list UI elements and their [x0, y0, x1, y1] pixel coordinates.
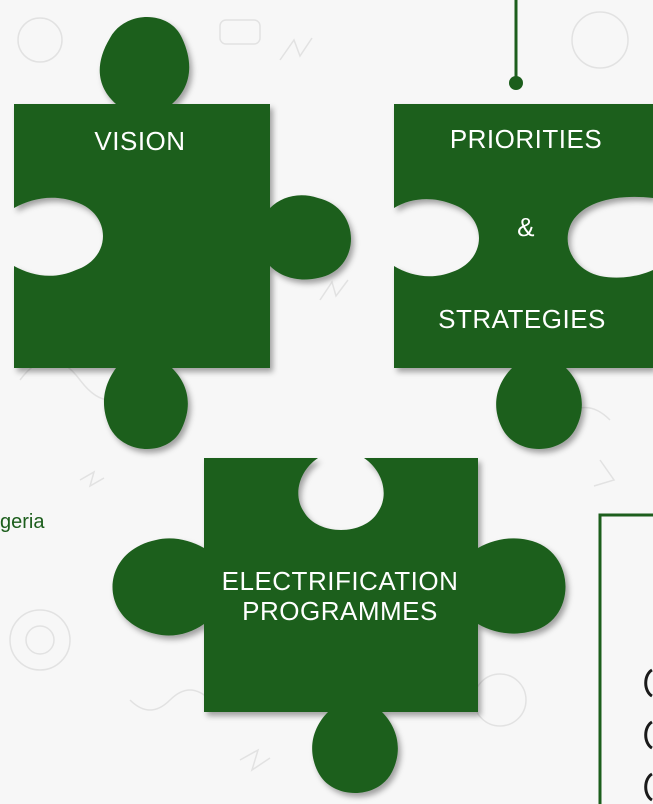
panel-bullet: [644, 720, 653, 750]
strategies-label: STRATEGIES: [438, 304, 606, 334]
programmes-label: PROGRAMMES: [242, 596, 438, 626]
partial-side-label: geria: [0, 511, 45, 533]
electrification-label: ELECTRIFICATION: [222, 566, 459, 596]
connector-dot: [509, 76, 523, 90]
vision-label: VISION: [94, 126, 185, 156]
ampersand-label: &: [517, 212, 535, 242]
side-panel-border: [598, 513, 653, 804]
panel-bullet: [644, 772, 653, 802]
panel-bullet: [644, 668, 653, 698]
priorities-piece: [394, 104, 653, 449]
vision-piece: [14, 17, 351, 449]
priorities-label: PRIORITIES: [450, 124, 602, 154]
programmes-piece: [112, 458, 566, 793]
